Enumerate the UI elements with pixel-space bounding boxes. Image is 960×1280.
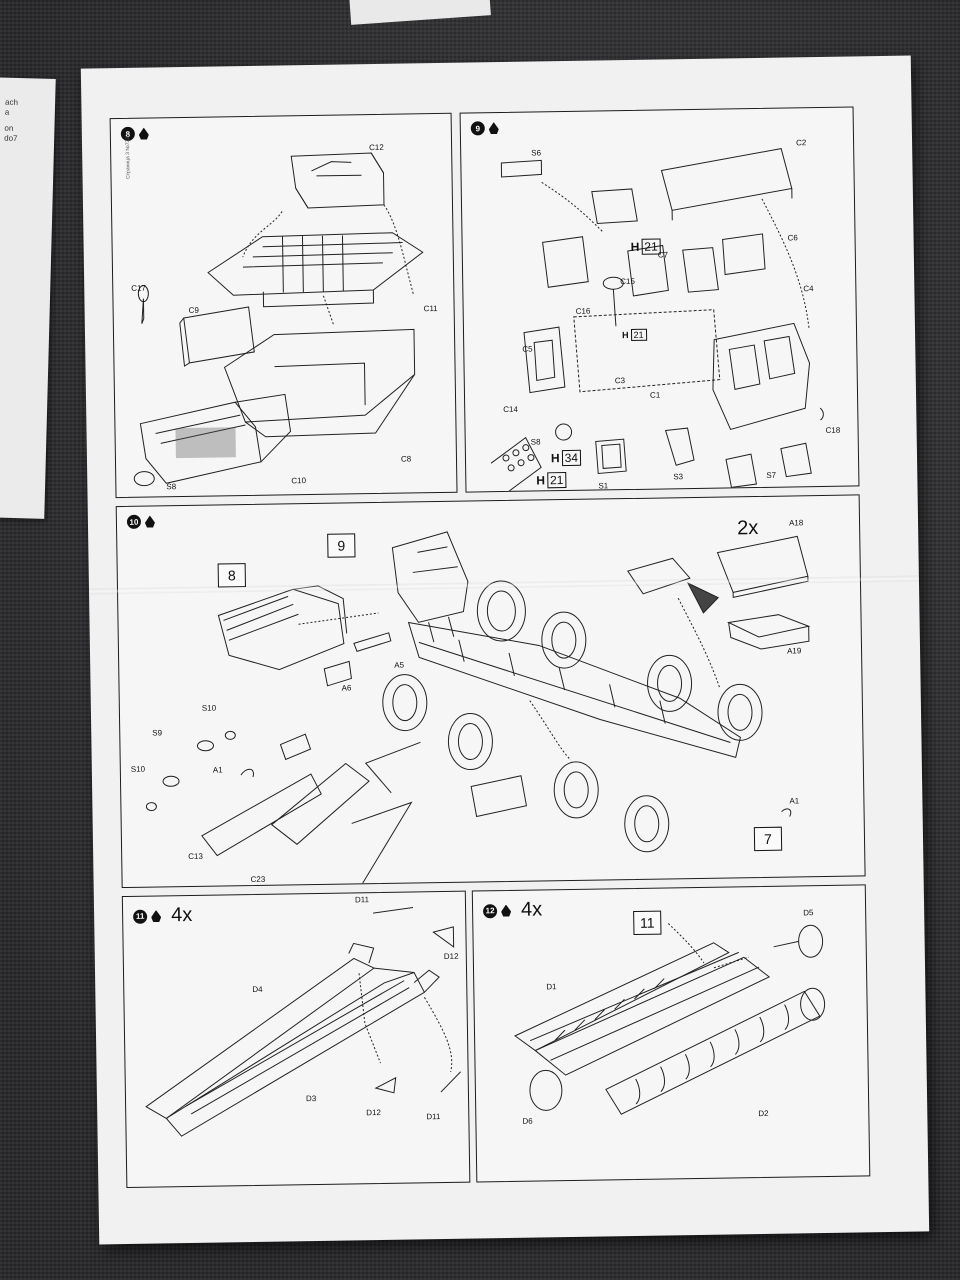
scrap-text: do7 — [4, 133, 18, 144]
part-label: S10 — [130, 764, 146, 774]
part-label: A5 — [394, 660, 405, 670]
part-label: C3 — [614, 376, 626, 386]
part-label: D1 — [546, 982, 557, 992]
part-label: D6 — [522, 1116, 533, 1126]
step-8-drawing — [133, 152, 424, 487]
step-10-panel: 10 2x 9 8 7 — [115, 494, 866, 889]
part-label: C1 — [649, 390, 661, 400]
part-label: A1 — [212, 765, 223, 775]
step-8-panel: 8 Страница 3 №7330 — [109, 112, 458, 499]
part-label: C4 — [803, 284, 814, 294]
part-label: D3 — [305, 1094, 317, 1104]
part-label: D11 — [426, 1112, 441, 1122]
part-label: S6 — [531, 148, 542, 158]
part-label: A19 — [786, 646, 802, 656]
part-label: A18 — [788, 518, 804, 528]
step-10-drawing — [145, 531, 811, 884]
part-label: D4 — [252, 984, 263, 995]
instruction-sheet: 8 Страница 3 №7330 — [80, 55, 930, 1245]
part-label: C13 — [188, 851, 203, 862]
part-label: C2 — [795, 138, 807, 148]
part-label: C23 — [250, 874, 266, 885]
part-label: C11 — [423, 304, 438, 314]
part-label: C8 — [400, 454, 412, 464]
step-9-drawing — [490, 148, 824, 492]
part-label: C6 — [787, 233, 798, 243]
part-label: S7 — [766, 470, 777, 480]
part-label: C16 — [575, 306, 591, 316]
part-label: S8 — [530, 437, 541, 447]
step-11-drawing — [145, 906, 461, 1137]
scrap-text: ach — [5, 97, 19, 108]
part-label: D12 — [443, 951, 459, 961]
part-label: D2 — [758, 1108, 769, 1119]
scrap-text: a — [4, 107, 10, 117]
step-12-drawing — [514, 923, 826, 1115]
part-label: C18 — [825, 425, 841, 435]
part-label: C15 — [620, 276, 635, 287]
part-label: D12 — [366, 1108, 382, 1118]
step-11-panel: 11 4x D11 D12 D4 D3 D12 D1 — [121, 890, 471, 1189]
part-label: S9 — [152, 728, 163, 738]
step-12-panel: 12 4x 11 D5 D1 D2 D6 — [471, 884, 871, 1183]
part-label: S10 — [201, 703, 217, 713]
part-label: S1 — [598, 481, 609, 491]
part-label: C5 — [522, 344, 533, 354]
part-label: A1 — [789, 796, 800, 806]
part-label: S3 — [673, 472, 684, 482]
part-label: C17 — [131, 283, 147, 293]
part-label: C12 — [369, 142, 384, 153]
scrap-text: on — [4, 123, 14, 133]
part-label: S8 — [166, 482, 177, 492]
part-label: A6 — [341, 683, 352, 693]
part-label: C9 — [188, 305, 199, 315]
part-label: D5 — [803, 908, 814, 918]
part-label: C10 — [291, 476, 307, 486]
step-9-panel: 9 — [459, 106, 860, 493]
part-label: D11 — [354, 895, 370, 905]
part-label: C14 — [503, 404, 518, 414]
